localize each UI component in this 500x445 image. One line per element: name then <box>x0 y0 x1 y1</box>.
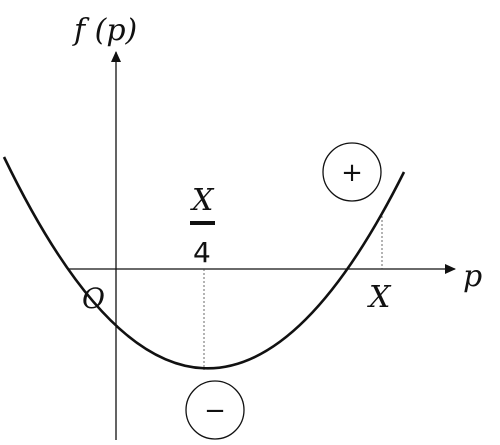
fraction-bar <box>190 221 215 225</box>
origin-label: O <box>82 282 105 315</box>
x-axis-label: p <box>463 259 482 294</box>
positive-sign-circle <box>322 142 382 202</box>
negative-sign: − <box>204 396 226 426</box>
end-x-label: X <box>367 280 392 315</box>
vertex-fraction-numerator: X <box>190 183 215 218</box>
y-axis-label: f (p) <box>72 13 137 48</box>
vertex-fraction-denominator: 4 <box>193 236 211 269</box>
parabola-curve <box>2 156 406 370</box>
negative-sign-circle <box>185 380 245 440</box>
positive-sign: + <box>341 158 363 188</box>
